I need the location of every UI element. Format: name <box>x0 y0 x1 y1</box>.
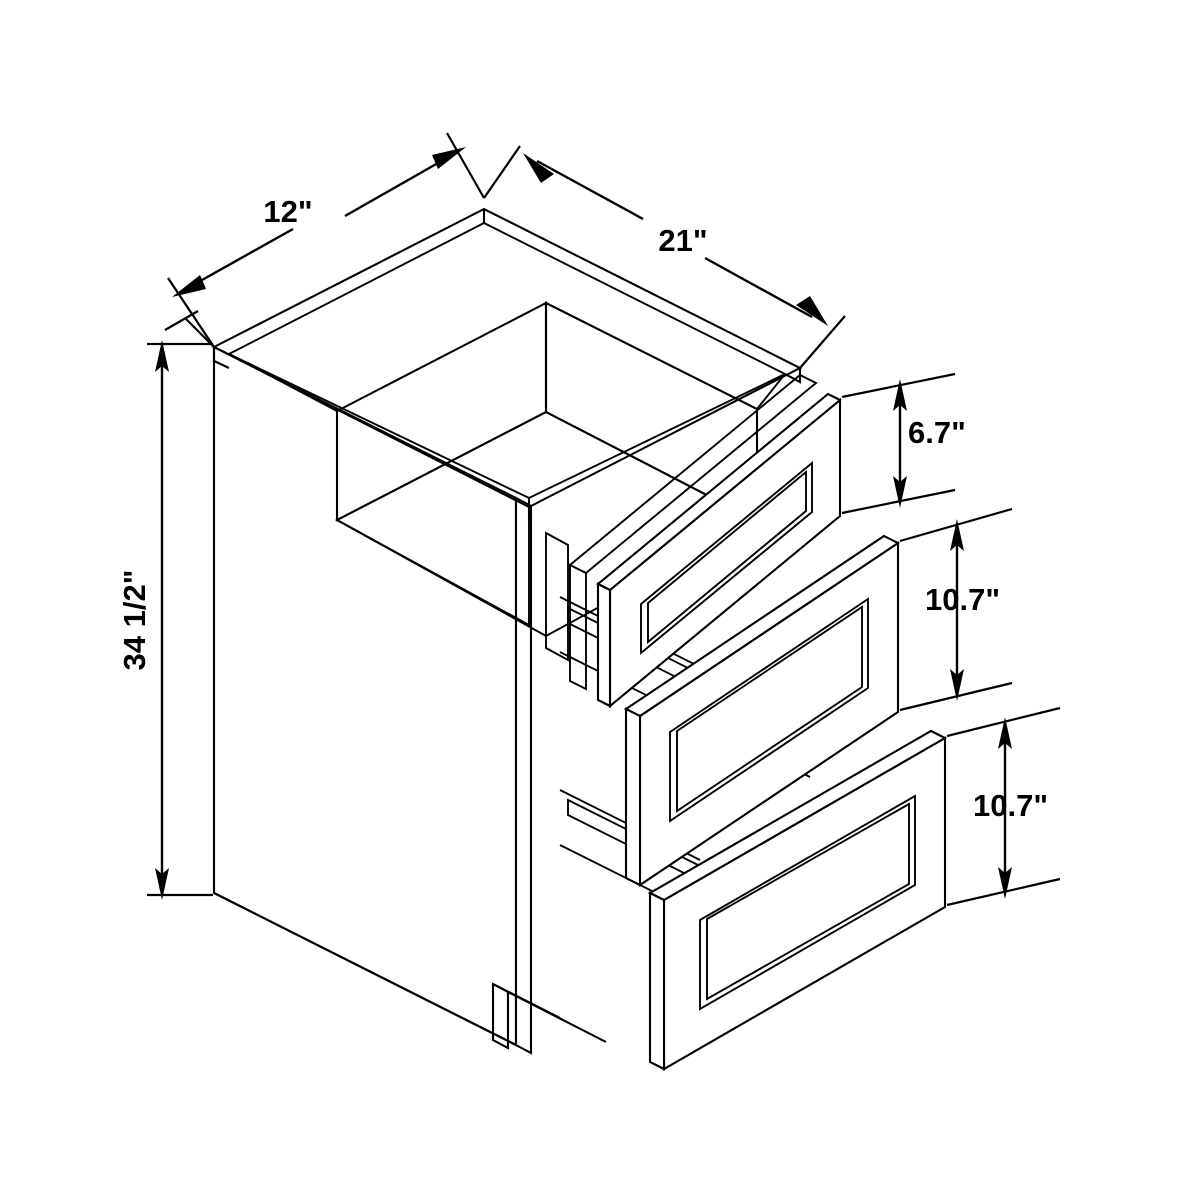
interior-rim-band-right <box>756 373 786 410</box>
dimension-cabinet-width: 21" <box>483 145 846 369</box>
dimension-top-drawer-height: 6.7" <box>841 372 966 515</box>
width-dimension-label: 21" <box>658 223 707 258</box>
top-drawer-ext-lower <box>841 488 956 515</box>
depth-dim-line-2 <box>344 153 453 218</box>
toe-kick-back-line <box>492 983 561 1019</box>
middle-drawer-dimension-label: 10.7" <box>925 582 1000 617</box>
width-dim-line-1 <box>536 159 644 221</box>
bottom-drawer-arrow-down <box>998 867 1012 899</box>
depth-arrow-end <box>432 147 466 169</box>
top-drawer-back-stile-top <box>569 373 818 574</box>
depth-corner-leader <box>167 277 215 348</box>
bottom-drawer-inner-panel <box>699 794 916 1011</box>
middle-drawer-arrow-down <box>950 669 964 701</box>
middle-drawer-inner-panel <box>669 597 869 823</box>
middle-drawer-inner-panel-shadow <box>676 605 863 813</box>
bottom-drawer-left-edge <box>648 891 666 1071</box>
top-drawer-arrow-up <box>893 379 907 411</box>
rim-right-thickness <box>784 368 802 384</box>
bottom-drawer-dimension-label: 10.7" <box>973 788 1048 823</box>
depth-ext-line-back <box>446 132 485 199</box>
top-drawer-left-edge <box>596 582 612 708</box>
interior-rim-band-front <box>336 498 530 627</box>
depth-dim-line <box>185 227 294 291</box>
dimension-cabinet-depth: 12" <box>164 132 485 348</box>
drawer-box-side-top <box>545 531 569 662</box>
bottom-drawer-ext-upper <box>946 706 1061 738</box>
rim-front-left-thickness <box>212 347 230 369</box>
drawer-front-top[interactable] <box>569 373 842 709</box>
height-arrow-top <box>155 340 169 372</box>
height-arrow-bottom <box>155 868 169 900</box>
depth-dimension-label: 12" <box>263 194 312 229</box>
width-arrow-end <box>796 296 828 326</box>
top-drawer-back-stile <box>569 563 587 691</box>
middle-drawer-ext-lower <box>899 681 1013 712</box>
drawer-front-bottom[interactable] <box>647 729 948 1071</box>
middle-drawer-left-edge <box>624 707 642 887</box>
dimension-bottom-drawer-height: 10.7" <box>946 706 1061 907</box>
cabinet-bottom-edge <box>213 892 517 1046</box>
height-corner-leader <box>184 317 215 348</box>
top-drawer-ext-upper <box>841 372 956 399</box>
cabinet-front-left-stile <box>514 496 533 1055</box>
width-arrow-start <box>523 153 554 183</box>
dimension-cabinet-height: 34 1/2" <box>117 317 215 900</box>
dimension-middle-drawer-height: 10.7" <box>899 507 1013 712</box>
drawer-front-middle[interactable] <box>623 534 901 887</box>
width-dim-line-2 <box>704 256 813 319</box>
depth-arrow-start <box>172 275 206 297</box>
bottom-drawer-arrow-up <box>998 717 1012 749</box>
top-drawer-dimension-label: 6.7" <box>908 415 966 450</box>
bottom-drawer-inner-panel-shadow <box>706 802 910 1001</box>
width-ext-line-front <box>799 315 846 369</box>
top-drawer-inner-panel-shadow <box>647 469 807 645</box>
top-drawer-inner-panel <box>640 460 813 656</box>
interior-rim-band-left <box>228 353 338 412</box>
middle-drawer-arrow-up <box>950 519 964 551</box>
width-ext-line-back <box>483 145 521 199</box>
top-drawer-arrow-down <box>893 476 907 508</box>
height-dimension-label: 34 1/2" <box>117 570 152 671</box>
